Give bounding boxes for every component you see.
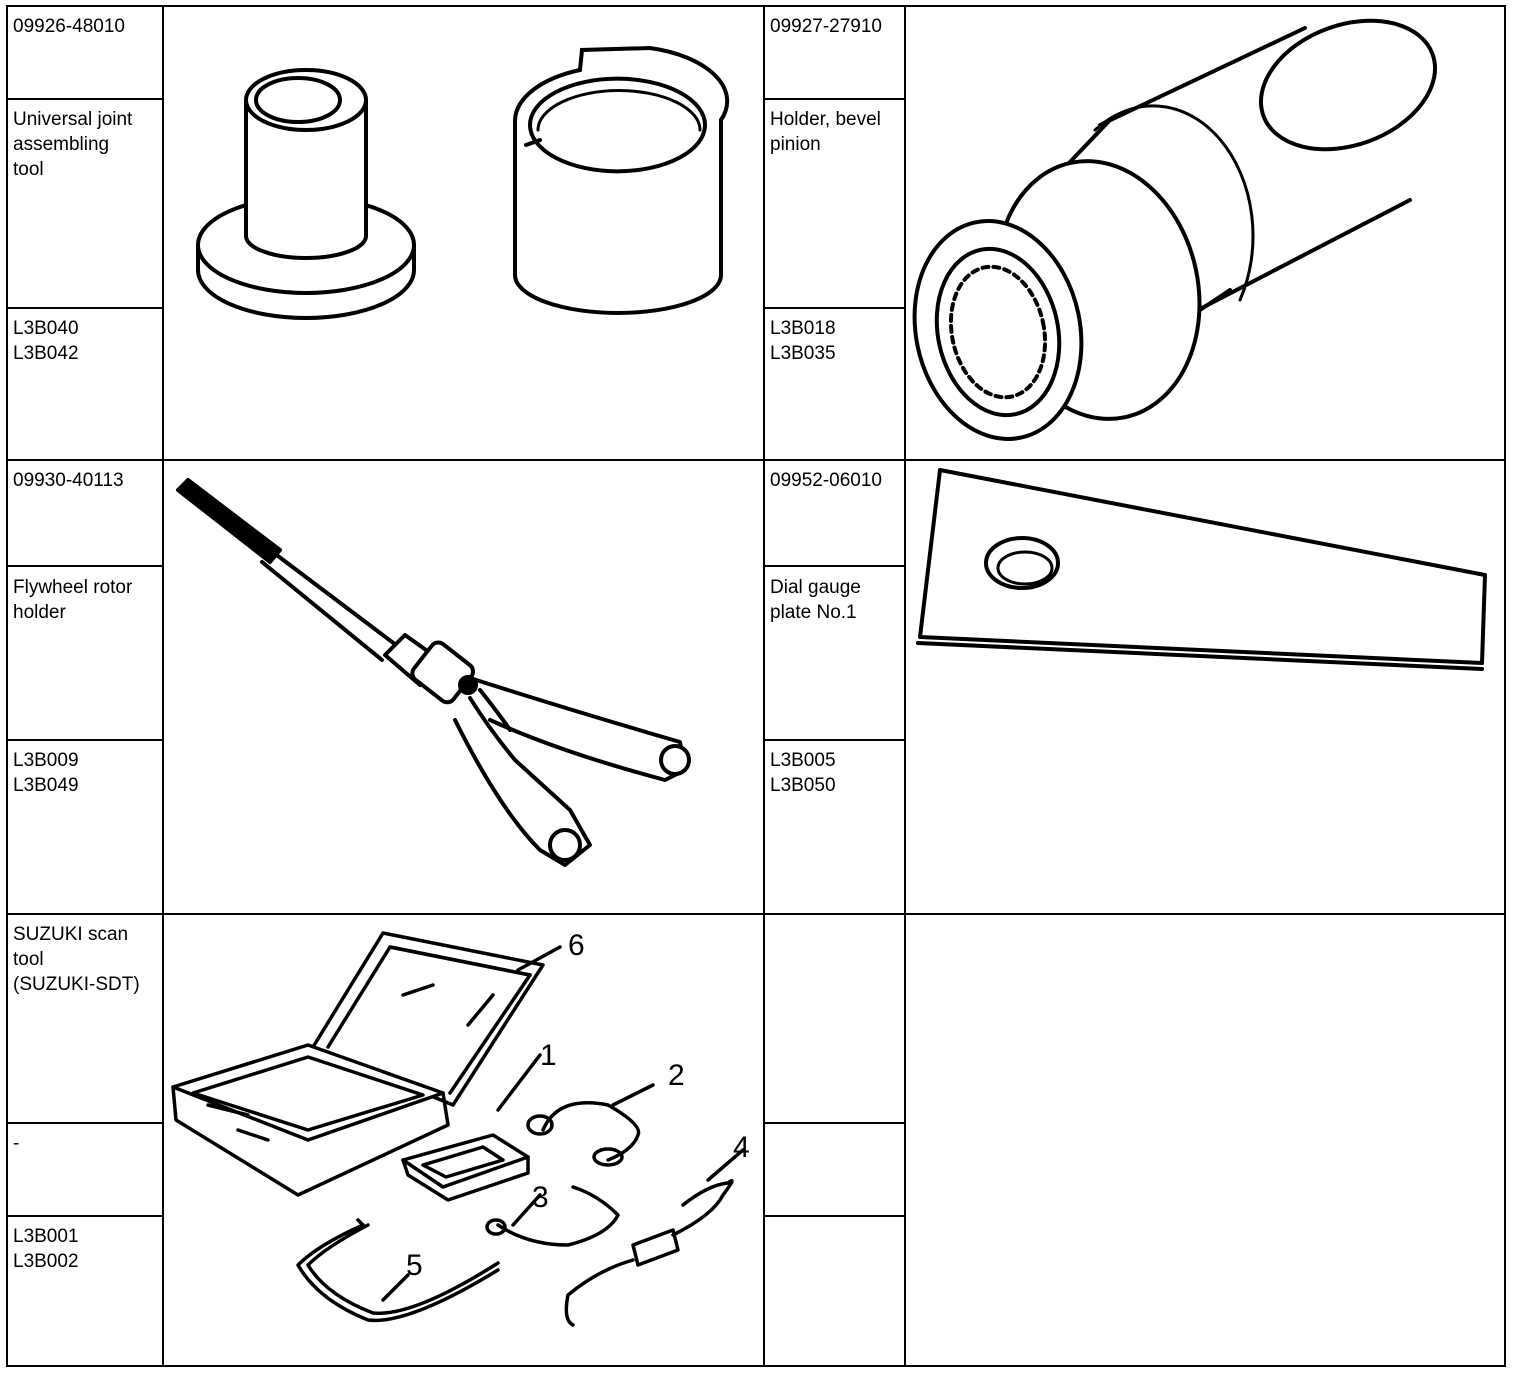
universal-joint-tool-illustration — [180, 30, 750, 330]
tool-name: Flywheel rotor holder — [13, 577, 133, 623]
column-divider — [162, 5, 164, 1367]
cell-divider — [6, 739, 163, 741]
cell-divider — [6, 1215, 163, 1217]
figure-codes: L3B018 L3B035 — [770, 318, 836, 364]
part-number: 09927-27910 — [770, 16, 882, 37]
cell-divider — [6, 1122, 163, 1124]
part-number: 09930-40113 — [13, 470, 124, 491]
cell-divider — [763, 98, 905, 100]
part-number: 09926-48010 — [13, 16, 125, 37]
callout-2: 2 — [668, 1059, 685, 1092]
column-divider — [763, 5, 765, 1367]
figure-codes: L3B009 L3B049 — [13, 750, 79, 796]
figure-codes: L3B005 L3B050 — [770, 750, 836, 796]
part-number: - — [13, 1133, 20, 1154]
row-divider — [6, 913, 1506, 915]
figure-codes: L3B040 L3B042 — [13, 318, 79, 364]
part-number: 09952-06010 — [770, 470, 882, 491]
callout-3: 3 — [532, 1181, 549, 1214]
figure-codes: L3B001 L3B002 — [13, 1226, 79, 1272]
cell-divider — [6, 565, 163, 567]
cell-divider — [763, 1215, 905, 1217]
cell-divider — [763, 565, 905, 567]
callout-4: 4 — [733, 1131, 750, 1164]
callout-5: 5 — [406, 1249, 423, 1282]
flywheel-rotor-holder-illustration — [170, 470, 710, 890]
row-divider — [6, 459, 1506, 461]
cell-divider — [6, 307, 163, 309]
bevel-pinion-holder-illustration — [910, 10, 1500, 455]
cell-divider — [6, 98, 163, 100]
cell-divider — [763, 739, 905, 741]
tool-name: Universal joint assembling tool — [13, 109, 133, 180]
tool-name: Holder, bevel pinion — [770, 109, 881, 155]
special-tools-table — [6, 5, 1506, 1367]
tool-name: SUZUKI scan tool (SUZUKI-SDT) — [13, 924, 140, 995]
callout-1: 1 — [540, 1039, 557, 1072]
cell-divider — [763, 307, 905, 309]
tool-name: Dial gauge plate No.1 — [770, 577, 861, 623]
scan-tool-kit-illustration: 6 1 2 3 4 5 — [168, 925, 758, 1355]
cell-divider — [763, 1122, 905, 1124]
callout-6: 6 — [568, 929, 585, 962]
dial-gauge-plate-illustration — [910, 465, 1500, 675]
column-divider — [904, 5, 906, 1367]
